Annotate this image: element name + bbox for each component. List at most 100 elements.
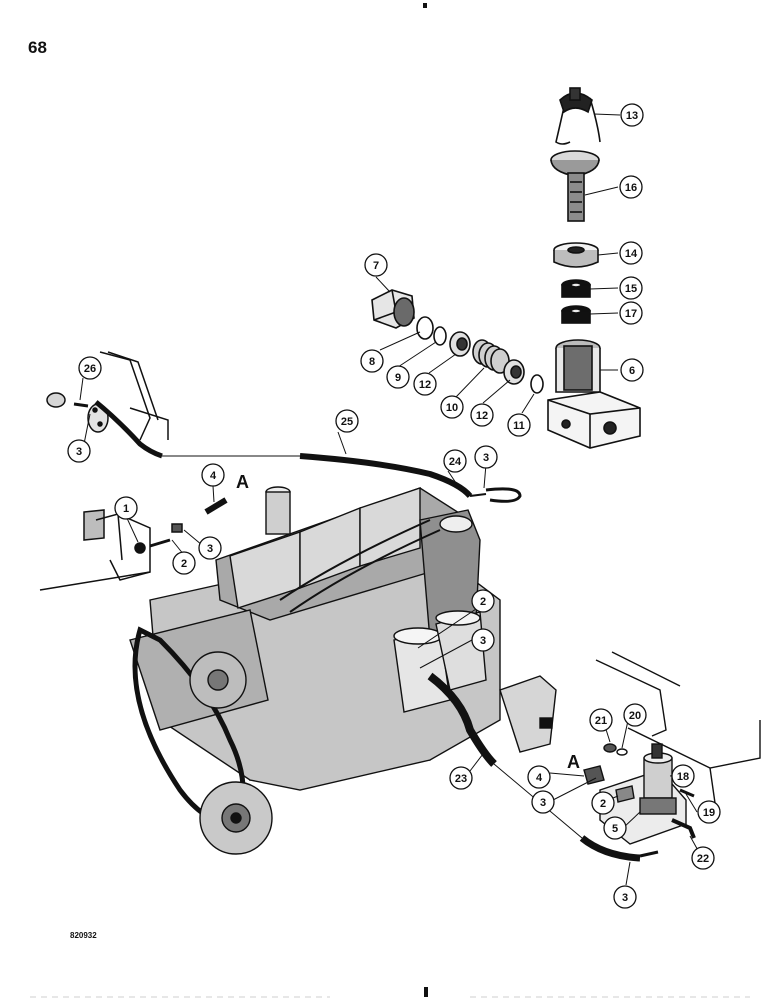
callout-circle	[364, 253, 388, 277]
callout-label: 4	[210, 470, 217, 482]
callout-2: 2	[591, 791, 615, 815]
callout-circle	[78, 356, 102, 380]
callout-22: 22	[691, 846, 715, 870]
callout-label: 2	[480, 596, 486, 608]
callout-15: 15	[619, 276, 643, 300]
spring-clip	[555, 87, 601, 145]
callout-23: 23	[449, 766, 473, 790]
callout-label: 23	[455, 773, 467, 785]
callout-label: 18	[677, 771, 689, 783]
callout-circle	[531, 790, 555, 814]
callout-2: 2	[471, 589, 495, 613]
callout-circle	[413, 372, 437, 396]
callout-circle	[470, 403, 494, 427]
callout-13: 13	[620, 103, 644, 127]
callout-11: 11	[507, 413, 531, 437]
callout-label: 26	[84, 363, 96, 375]
reference-letters: AA	[236, 472, 580, 772]
callout-circle	[619, 175, 643, 199]
callout-label: 24	[449, 456, 462, 468]
valve-assembly	[583, 651, 761, 845]
callout-2: 2	[172, 551, 196, 575]
callout-label: 9	[395, 372, 401, 384]
callout-label: 5	[612, 823, 618, 835]
callout-14: 14	[619, 241, 643, 265]
callout-label: 7	[373, 260, 379, 272]
callout-circle	[613, 885, 637, 909]
callout-circle	[691, 846, 715, 870]
left-bracket-assembly	[39, 351, 522, 591]
callout-circle	[471, 628, 495, 652]
callout-label: 12	[419, 379, 431, 391]
callout-circle	[619, 241, 643, 265]
callout-label: 25	[341, 416, 353, 428]
leader-lines	[79, 113, 701, 886]
callout-circle	[527, 765, 551, 789]
callout-8: 8	[360, 349, 384, 373]
reference-letter: A	[236, 472, 249, 492]
callout-label: 8	[369, 356, 375, 368]
callout-circle	[619, 276, 643, 300]
callout-4: 4	[201, 463, 225, 487]
callout-7: 7	[364, 253, 388, 277]
callout-label: 2	[600, 798, 606, 810]
callout-label: 3	[76, 446, 82, 458]
callout-label: 1	[123, 503, 129, 515]
engine	[129, 486, 557, 855]
callout-circle	[114, 496, 138, 520]
callout-5: 5	[603, 816, 627, 840]
callout-circle	[623, 703, 647, 727]
fitting-nut	[371, 289, 415, 329]
page-number: 68	[28, 38, 47, 57]
callout-20: 20	[623, 703, 647, 727]
callout-label: 3	[483, 452, 489, 464]
callout-19: 19	[697, 800, 721, 824]
callout-25: 25	[335, 409, 359, 433]
callout-3: 3	[613, 885, 637, 909]
callout-1: 1	[114, 496, 138, 520]
filter-housing-assembly	[371, 87, 641, 449]
callout-circle	[172, 551, 196, 575]
callout-3: 3	[471, 628, 495, 652]
callout-circle	[620, 358, 644, 382]
hose-23	[427, 672, 497, 767]
hose-bottom	[579, 835, 641, 862]
callout-6: 6	[620, 358, 644, 382]
filter-housing	[547, 339, 641, 449]
callout-label: 3	[207, 543, 213, 555]
callout-circle	[697, 800, 721, 824]
callout-circle	[507, 413, 531, 437]
callout-circle	[591, 791, 615, 815]
callout-label: 14	[625, 248, 638, 260]
callout-circle	[201, 463, 225, 487]
callout-21: 21	[589, 708, 613, 732]
callout-label: 21	[595, 715, 607, 727]
callout-24: 24	[443, 449, 467, 473]
callout-label: 12	[476, 410, 488, 422]
figure-code: 820932	[70, 931, 97, 940]
callout-circle	[449, 766, 473, 790]
callout-label: 22	[697, 853, 709, 865]
callout-3: 3	[531, 790, 555, 814]
callout-circle	[620, 103, 644, 127]
callout-circle	[360, 349, 384, 373]
callout-label: 17	[625, 308, 637, 320]
callout-3: 3	[67, 439, 91, 463]
bottom-marker	[424, 987, 428, 997]
callout-26: 26	[78, 356, 102, 380]
callout-label: 3	[540, 797, 546, 809]
callout-label: 11	[513, 420, 525, 432]
callout-18: 18	[671, 764, 695, 788]
callout-label: 20	[629, 710, 641, 722]
callout-circle	[67, 439, 91, 463]
callout-circle	[474, 445, 498, 469]
callout-label: 2	[181, 558, 187, 570]
callout-3: 3	[198, 536, 222, 560]
spring	[472, 339, 510, 374]
callout-9: 9	[386, 365, 410, 389]
callout-circle	[619, 301, 643, 325]
callout-label: 19	[703, 807, 715, 819]
callout-circle	[671, 764, 695, 788]
